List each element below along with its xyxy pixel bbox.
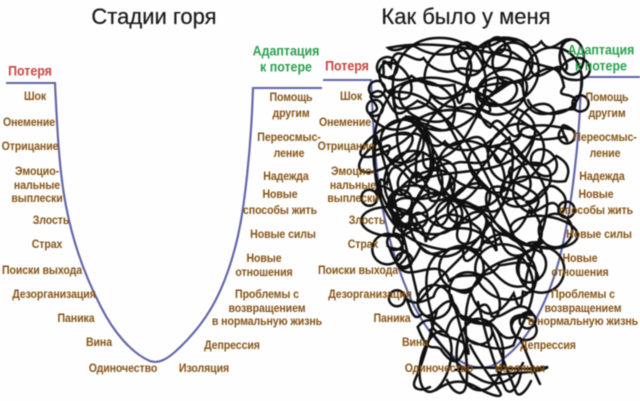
stage-label-right: в нормальную жизнь: [211, 316, 323, 328]
stage-label-right: Переосмыс-: [573, 132, 637, 144]
stage-label-right: Новые силы: [250, 229, 316, 241]
stage-label-left: Отрицание: [1, 141, 59, 153]
stage-label-right: Проблемы с: [235, 289, 299, 301]
stage-label-left: Поиски выхода: [1, 265, 83, 277]
stage-label-right: ление: [589, 147, 621, 160]
stage-label-right: Новые силы: [566, 229, 632, 241]
stage-label-left: Паника: [57, 313, 95, 325]
adaptation-label-left: к потере: [260, 59, 312, 75]
stage-label-left: Паника: [373, 313, 411, 325]
stage-label-right: отношения: [551, 267, 609, 279]
scribble-path: [357, 36, 592, 398]
stage-label-right: другим: [588, 107, 626, 120]
diagram-title-right: Как было у меня: [381, 4, 551, 29]
stage-label-left: Вина: [401, 337, 429, 349]
stage-label-left: Шок: [23, 91, 47, 103]
stage-label-left: Дезорганизация: [12, 289, 96, 301]
diagram-title-left: Стадии горя: [91, 4, 217, 29]
stage-label-left: нальные: [13, 179, 61, 192]
stage-label-left: Отрицание: [317, 141, 375, 153]
stage-label-left: Шок: [339, 91, 363, 103]
stage-label-left: Страх: [31, 239, 63, 251]
stage-label-right: Депрессия: [520, 340, 576, 352]
stage-label-left: Поиски выхода: [317, 265, 399, 277]
stage-label-right: Помощь: [585, 92, 629, 104]
stage-label-right: Изоляция: [178, 363, 230, 375]
stage-label-left: Злость: [348, 215, 386, 227]
stage-label-right: отношения: [235, 267, 293, 279]
stage-label-right: возвращением: [228, 302, 306, 315]
stage-label-right: возвращением: [544, 302, 622, 315]
stage-label-left: нальные: [329, 179, 377, 192]
stage-label-right: Новые: [246, 253, 282, 265]
stage-label-right: Переосмыс-: [257, 132, 321, 144]
stage-label-left: Онемение: [318, 117, 372, 129]
adaptation-label-right: к потере: [575, 58, 627, 74]
stage-label-right: ление: [273, 147, 305, 160]
stage-label-left: Дезорганизация: [328, 289, 412, 301]
stage-label-right: Депрессия: [204, 340, 260, 352]
stage-label-right: Новые: [578, 189, 614, 201]
stage-label-right: способы жить: [242, 204, 318, 217]
loss-label-right: Потеря: [325, 58, 369, 74]
stage-label-left: Одиночество: [404, 363, 474, 375]
stage-label-right: способы жить: [558, 204, 634, 217]
stage-label-left: Злость: [32, 215, 70, 227]
stage-label-right: в нормальную жизнь: [527, 316, 639, 328]
stage-label-right: Надежда: [263, 171, 309, 183]
stage-label-left: выплески: [327, 193, 379, 205]
chaotic-scribble: [357, 36, 592, 398]
stage-label-right: Новые: [262, 189, 298, 201]
stage-label-left: Эмоцио-: [14, 166, 60, 178]
stage-label-right: Надежда: [579, 171, 625, 183]
stage-label-right: Новые: [562, 253, 598, 265]
stage-label-right: Проблемы с: [551, 289, 615, 301]
stage-label-right: другим: [272, 107, 310, 120]
loss-label-left: Потеря: [8, 63, 52, 79]
stage-label-left: Вина: [85, 337, 113, 349]
stage-label-left: Онемение: [2, 117, 56, 129]
stage-label-left: Эмоцио-: [330, 166, 376, 178]
stage-label-right: Изоляция: [494, 363, 546, 375]
grief-curve-left: [6, 81, 322, 363]
adaptation-label-right: Адаптация: [567, 42, 635, 58]
stage-label-left: Страх: [347, 239, 379, 251]
stage-label-left: выплески: [11, 193, 63, 205]
adaptation-label-left: Адаптация: [252, 43, 320, 59]
stage-label-right: Помощь: [269, 92, 313, 104]
stage-label-left: Одиночество: [88, 363, 158, 375]
